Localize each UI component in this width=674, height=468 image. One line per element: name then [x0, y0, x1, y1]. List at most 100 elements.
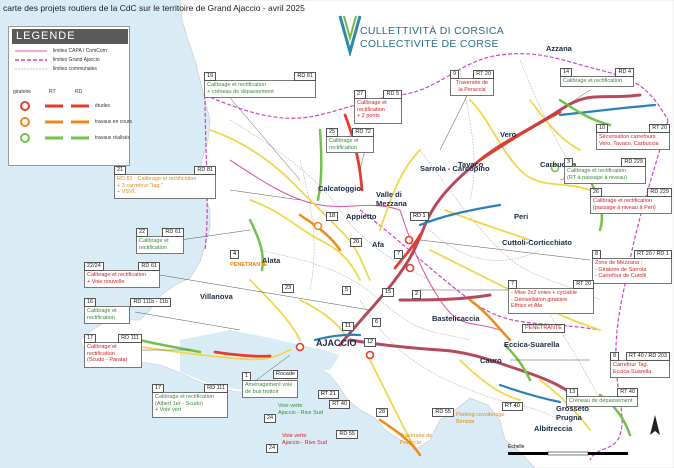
scale-label: Echelle	[508, 444, 525, 450]
project-24b-line-2: Ajaccio - Rive Sud	[282, 439, 327, 446]
project-7-road: RT 20	[573, 280, 594, 289]
town-villanova: Villanova	[200, 292, 233, 301]
project-9-line-1: Traversée de	[455, 80, 489, 86]
project-13-id: 13	[566, 388, 579, 397]
project-21-road: RD 81	[194, 166, 216, 175]
communal-limits	[229, 59, 601, 421]
project-3-line-2: (RT à passage à niveau)	[567, 174, 628, 181]
project-22: 22 RD 61 Calibrage et rectification	[136, 228, 184, 254]
project-17a-id: 17	[84, 334, 97, 343]
project-22-24: 22/24 RD 61 Calibrage et rectification +…	[84, 262, 160, 288]
legend-title: LEGENDE	[12, 29, 128, 44]
project-10-id: 10	[596, 124, 609, 133]
project-17a-road: RD 111	[118, 334, 142, 343]
project-10-road: RT 20	[649, 124, 670, 133]
parking-line-1: Parking covoiturage	[456, 412, 505, 418]
marker-11: 11	[342, 322, 354, 331]
project-10-line-1: Sécurisation carrefours	[599, 134, 656, 140]
project-14-road: RD 4	[615, 68, 634, 77]
works-in-progress	[298, 213, 512, 457]
roundabouts	[295, 163, 560, 360]
marker-18: 18	[326, 212, 339, 221]
project-17a-line-1: Calibrage et	[87, 344, 117, 350]
project-24a-line-2: Ajaccio - Rive Sud	[278, 409, 323, 416]
legend-en-cours: travaux en cours	[95, 119, 132, 125]
legend-col-giratoire: giratoire	[13, 89, 32, 95]
project-19-id: 19	[204, 72, 217, 81]
marker-7: 7	[394, 250, 404, 259]
project-7-id: 7	[508, 280, 518, 289]
project-21-line-3: + VSVL	[117, 189, 136, 196]
project-27-line-3: + 2 ponts	[357, 113, 380, 120]
project-27: 27 RD 5 Calibrage et rectification + 2 p…	[354, 90, 402, 124]
project-16-road: RD 111b - 11b	[130, 298, 171, 307]
project-16-line-2: rectification	[87, 314, 115, 321]
project-7: 7 RT 20 - Mise 2x2 voies + cyclable - Dé…	[508, 280, 594, 314]
project-27-line-1: Calibrage et	[357, 100, 387, 106]
town-cuttoli: Cuttoli-Corticchiato	[502, 238, 572, 247]
project-24a-road: RT 40	[329, 400, 350, 409]
project-26-road: RD 229	[647, 188, 672, 197]
project-8a: 8 RT 20 / RD 1 Zone de Mezzana : - Girat…	[592, 250, 672, 284]
project-7-line-1: - Mise 2x2 voies + cyclable	[511, 290, 577, 296]
legend-grand-ajaccio: limites Grand Ajaccio	[53, 57, 100, 63]
project-8b-line-2: Eccica-Suarella	[613, 368, 652, 375]
project-7-line-2: - Dénivellation giratoire	[511, 296, 568, 303]
project-22-24-line-1: Calibrage et rectification	[87, 272, 147, 278]
project-25: 25 RD 72 Calibrage et rectification	[326, 128, 374, 153]
project-9-road: RT 20	[473, 70, 494, 79]
project-3-line-1: Calibrage et rectification	[567, 168, 627, 174]
project-17a-line-3: (Scudo - Parata)	[87, 357, 128, 364]
project-8a-line-2: - Giratoire de Sarrola	[595, 266, 647, 273]
project-8a-line-1: Zone de Mezzana :	[595, 260, 643, 266]
project-26-id: 26	[590, 188, 603, 197]
town-tavaco: Tavaco	[458, 160, 484, 169]
project-24b: 24 RD 55 Voie verte Ajaccio - Rive Sud	[266, 430, 358, 453]
project-21-line-2: + 3 carrefour "tag."	[117, 182, 163, 189]
project-21-id: 21	[114, 166, 127, 175]
project-14-id: 14	[560, 68, 573, 77]
project-17b: 17 RD 111 Calibrage et rectification (Al…	[152, 384, 228, 418]
project-25-id: 25	[326, 128, 339, 137]
town-vero: Vero	[500, 130, 517, 139]
logo-line-1: CULLETTIVITÀ DI CORSICA	[360, 25, 505, 37]
town-albitreccia: Albitreccia	[534, 424, 573, 433]
legend-col-rd: RD	[75, 89, 83, 95]
marker-15: 15	[382, 288, 395, 297]
project-9-line-2: la Peraccia	[458, 86, 486, 93]
project-19-road: RD 81	[294, 72, 316, 81]
project-3-id: 3	[564, 158, 574, 167]
project-19-line-1: Calibrage et rectification	[207, 82, 267, 88]
project-3-road: RD 229	[621, 158, 646, 167]
project-7-line-3: Effrico et Afa	[511, 303, 543, 310]
project-8a-id: 8	[592, 250, 602, 259]
project-28: 28 RD 55 Traversée de Porticcio	[376, 408, 454, 450]
project-14-line-1: Calibrage et rectification	[563, 78, 623, 84]
project-24b-id: 24	[266, 444, 279, 453]
project-26-line-1: Calibrage et rectification	[593, 198, 653, 204]
blue-roads	[313, 103, 657, 404]
project-21-line-1: RD 81 - Calibrage et rectification	[117, 176, 197, 182]
town-afa: Afa	[372, 240, 385, 249]
project-24b-road: RD 55	[336, 430, 358, 439]
project-24a: 24 RT 40 Voie verte Ajaccio - Rive Sud	[264, 400, 350, 423]
north-arrow	[650, 415, 660, 435]
marker-12: 12	[364, 338, 377, 347]
project-17b-line-2: (Albert 1er - Scudo)	[155, 400, 203, 407]
project-22-line-2: rectification	[139, 244, 167, 251]
parking-label: Parking covoiturage Bénista	[456, 412, 505, 425]
cdc-logo: CULLETTIVITÀ DI CORSICA COLLECTIVITÉ DE …	[338, 12, 518, 60]
project-19: 19 RD 81 Calibrage et rectification + cr…	[204, 72, 316, 98]
project-1-id: 1	[242, 372, 252, 381]
legend: LEGENDE limites CAPA / ComCom limites Gr…	[8, 26, 132, 166]
project-8a-road: RT 20 / RD 1	[634, 250, 672, 259]
project-1-tag: Rocade	[273, 370, 298, 379]
project-10-line-2: Vero, Tavaco, Carbuccia	[599, 140, 659, 147]
project-10: 10 RT 20 Sécurisation carrefours Vero, T…	[596, 124, 670, 150]
marker-20: 20	[350, 238, 363, 247]
town-alata: Alata	[262, 256, 281, 265]
penetrante-label-1: PENETRANTE	[230, 262, 268, 268]
project-25-road: RD 72	[352, 128, 374, 137]
project-1: 1 Rocade Aménagement voie de bus trottoi…	[242, 370, 298, 398]
